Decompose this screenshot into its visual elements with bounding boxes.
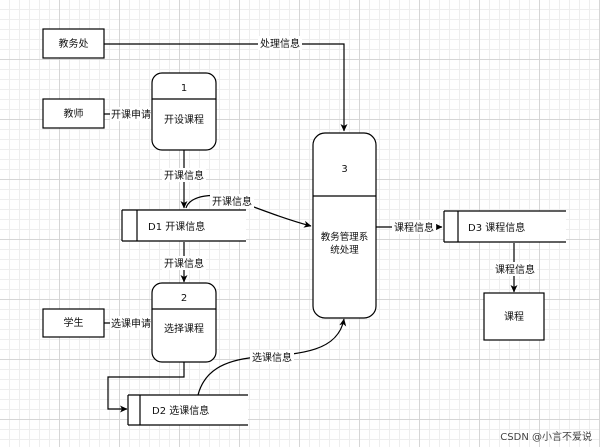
flow-dean-to-p3: 处理信息 [104, 36, 348, 132]
flow-d3-to-course: 课程信息 [493, 243, 537, 293]
flow-label-d3-to-course: 课程信息 [495, 263, 535, 276]
process-2-number: 2 [181, 293, 187, 304]
entity-student-label: 学生 [64, 316, 84, 329]
flow-label-d1-to-p2: 开课信息 [164, 257, 204, 270]
process-2-name: 选择课程 [164, 322, 204, 335]
datastore-d2-label: D2 选课信息 [152, 404, 209, 417]
flow-p2-to-d2 [107, 362, 185, 413]
flow-student-to-p2: 选课申请 [104, 316, 152, 330]
entity-course[interactable]: 课程 [483, 292, 545, 341]
entity-dean-office[interactable]: 教务处 [42, 28, 105, 59]
entity-teacher[interactable]: 教师 [42, 98, 105, 129]
datastore-d2-course-selections[interactable]: D2 选课信息 [127, 394, 248, 426]
watermark-text: CSDN @小言不爱说 [500, 430, 592, 443]
flow-label-d2-to-p3: 选课信息 [252, 351, 292, 364]
entity-teacher-label: 教师 [64, 107, 84, 120]
flow-label-course-open-request: 开课申请 [111, 108, 151, 121]
flow-d2-to-p3: 选课信息 [197, 318, 347, 396]
entity-student[interactable]: 学生 [42, 308, 105, 338]
flow-p3-to-d3: 课程信息 [376, 220, 443, 234]
flow-label-course-select-request: 选课申请 [111, 317, 151, 330]
process-3-name-line1: 教务管理系 [321, 231, 369, 243]
datastore-d3-label: D3 课程信息 [468, 221, 525, 234]
process-3-number: 3 [341, 164, 347, 175]
process-3-edu-system[interactable]: 3 教务管理系 统处理 [312, 132, 377, 319]
entity-dean-office-label: 教务处 [59, 37, 89, 50]
flow-label-processing-info: 处理信息 [260, 37, 300, 50]
datastore-d1-label: D1 开课信息 [148, 220, 205, 233]
flow-d1-to-p2: 开课信息 [162, 242, 206, 283]
flow-teacher-to-p1: 开课申请 [104, 107, 152, 121]
process-2-select-course[interactable]: 2 选择课程 [151, 282, 217, 363]
process-1-open-course[interactable]: 1 开设课程 [151, 72, 217, 151]
process-1-name: 开设课程 [164, 114, 204, 126]
datastore-d1-course-offerings[interactable]: D1 开课信息 [121, 209, 246, 242]
flow-label-p1-output: 开课信息 [164, 169, 204, 182]
process-1-number: 1 [181, 83, 187, 94]
datastore-d3-course-info[interactable]: D3 课程信息 [443, 210, 566, 243]
entity-course-label: 课程 [504, 311, 524, 323]
flow-label-p3-to-d3: 课程信息 [394, 221, 434, 234]
flow-d1-to-p3: 开课信息 [185, 194, 312, 228]
process-3-name-line2: 统处理 [330, 244, 359, 256]
flow-label-d1-to-p3: 开课信息 [212, 195, 252, 208]
flow-p1-to-d1: 开课信息 [162, 150, 206, 209]
